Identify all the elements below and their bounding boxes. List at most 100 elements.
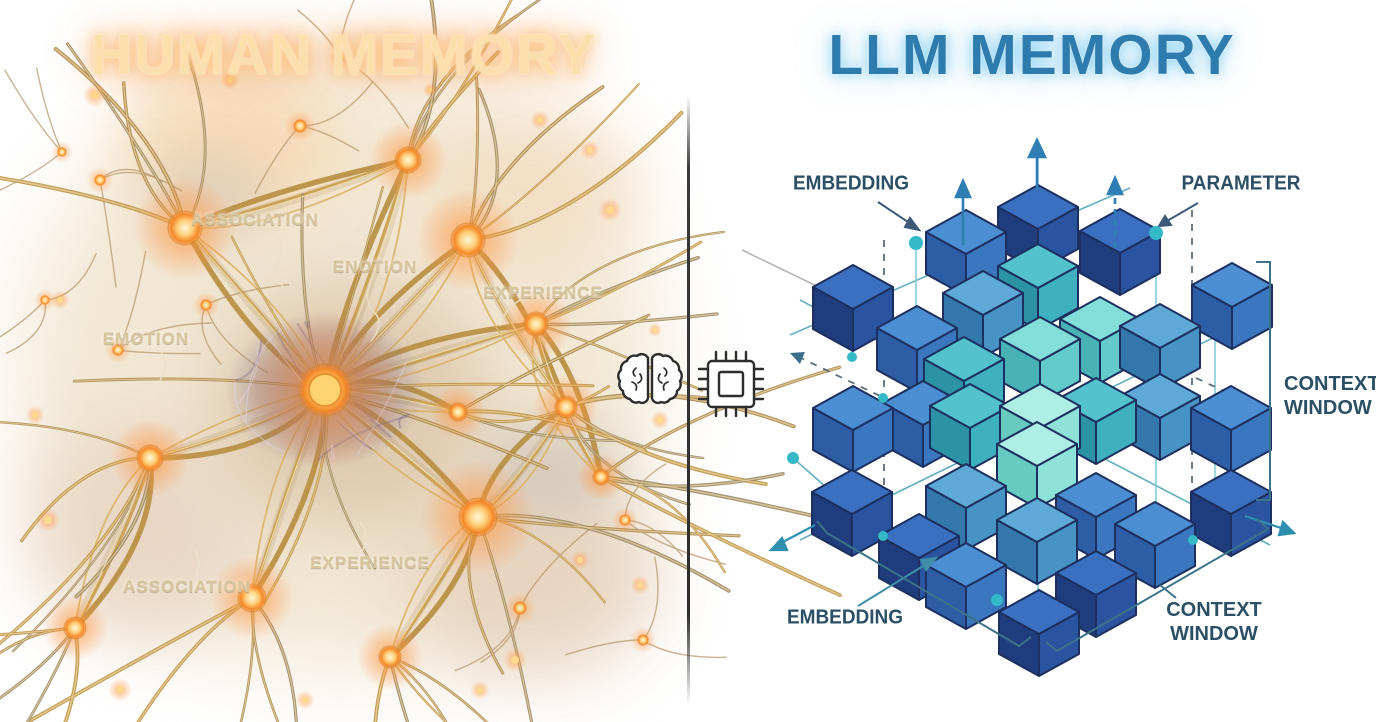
cube-top-face <box>1119 303 1201 349</box>
neuron-soma <box>378 645 402 669</box>
cube-top-face <box>1191 262 1273 308</box>
spark <box>511 656 519 664</box>
spark <box>536 116 544 124</box>
neuron-soma <box>63 616 87 640</box>
cube-top-face <box>925 463 1007 509</box>
cube <box>996 497 1078 585</box>
cube <box>1119 303 1201 391</box>
center-icons <box>617 350 765 418</box>
label-context-window-bottom: CONTEXT WINDOW <box>1166 599 1262 645</box>
cube-top-face <box>999 316 1081 362</box>
embedding-bottom-bracket <box>816 520 1032 648</box>
human-memory-panel: HUMAN MEMORY ASSOCIATION ENOTION EXPERIE… <box>0 0 842 722</box>
cube-top-face <box>1190 469 1272 515</box>
spark <box>301 696 309 704</box>
cube-top-face <box>997 243 1079 289</box>
spark <box>606 206 614 214</box>
neuron-soma <box>458 497 498 537</box>
panel-divider <box>687 95 690 705</box>
neuron-soma-minor <box>40 295 50 305</box>
label-parameter: PARAMETER <box>1181 172 1301 195</box>
branch-highlight <box>600 476 836 522</box>
spark <box>91 91 99 99</box>
central-soma-core <box>307 372 343 408</box>
parameter-dot <box>1149 226 1163 240</box>
spark <box>576 556 584 564</box>
cube-top-face <box>923 336 1005 382</box>
neuron-soma <box>448 402 468 422</box>
cube <box>1055 550 1137 638</box>
label-experience-bottom: EXPERIENCE <box>310 553 430 572</box>
context-window-side-bracket <box>1256 261 1271 501</box>
label-emotion-left: EMOTION <box>102 329 190 348</box>
cube <box>812 385 894 473</box>
neuron-soma-minor <box>619 514 631 526</box>
human-memory-title: HUMAN MEMORY <box>90 23 598 87</box>
label-squiggles <box>159 231 521 577</box>
cube <box>1191 262 1273 350</box>
cube <box>996 421 1078 509</box>
spark <box>636 581 644 589</box>
cube <box>1190 469 1272 557</box>
cube <box>998 589 1080 677</box>
label-association-top: ASSOCIATION <box>191 210 319 229</box>
neuron-somas <box>31 53 664 704</box>
cube-top-face <box>998 589 1080 635</box>
cube-top-face <box>1055 472 1137 518</box>
cube <box>812 264 894 352</box>
bottom-axis-arrows <box>768 514 1297 552</box>
label-embedding-bottom: EMBEDDING <box>786 606 904 629</box>
cube <box>1114 501 1196 589</box>
context-window-bottom-bracket <box>1045 518 1270 653</box>
cube-top-face <box>925 542 1007 588</box>
neuron-soma-minor <box>637 634 649 646</box>
context-window-connector <box>1159 584 1177 599</box>
neuron-soma-minor <box>200 299 212 311</box>
llm-lattice-illustration <box>741 136 1297 677</box>
cube <box>925 542 1007 630</box>
label-embedding-top: EMBEDDING <box>792 172 910 195</box>
spark <box>656 416 664 424</box>
cube-top-face <box>1114 501 1196 547</box>
neuron-soma <box>237 583 267 613</box>
brackets <box>816 261 1271 653</box>
spark <box>476 686 484 694</box>
neuron-soma <box>450 222 486 258</box>
neuron-soma <box>167 210 203 246</box>
cube-top-face <box>878 513 960 559</box>
cube-top-face <box>942 270 1024 316</box>
spark <box>44 516 52 524</box>
spark <box>586 146 594 154</box>
cube-top-face <box>1055 550 1137 596</box>
cube <box>811 469 893 557</box>
neuron-soma-minor <box>94 174 106 186</box>
cube-lattice <box>811 184 1273 677</box>
neuron-soma <box>592 468 610 486</box>
spark <box>652 327 658 333</box>
label-enotion: ENOTION <box>332 257 418 276</box>
cube-top-face <box>929 383 1011 429</box>
embedding-parameter-dots <box>787 226 1198 606</box>
branch-highlight <box>600 476 841 596</box>
label-experience-top: EXPERIENCE <box>483 283 603 302</box>
spark <box>31 411 39 419</box>
cube-top-face <box>996 421 1078 467</box>
embedding-dot <box>909 236 923 250</box>
chip-icon <box>697 350 765 418</box>
cube-top-face <box>996 497 1078 543</box>
spark <box>56 296 64 304</box>
spark <box>226 76 234 84</box>
cube-top-face <box>811 469 893 515</box>
neuron-soma <box>523 311 549 337</box>
label-association-bottom: ASSOCIATION <box>123 577 251 596</box>
cube-top-face <box>1119 373 1201 419</box>
neuron-illustration <box>0 0 842 722</box>
neuron-twig <box>99 179 117 288</box>
cube-top-face <box>1190 385 1272 431</box>
neuron-soma-minor <box>57 147 67 157</box>
cube-top-face <box>925 209 1007 255</box>
neuron-soma <box>394 146 422 174</box>
cube-top-face <box>812 264 894 310</box>
neuron-soma <box>136 444 164 472</box>
neuron-soma-minor <box>513 601 527 615</box>
